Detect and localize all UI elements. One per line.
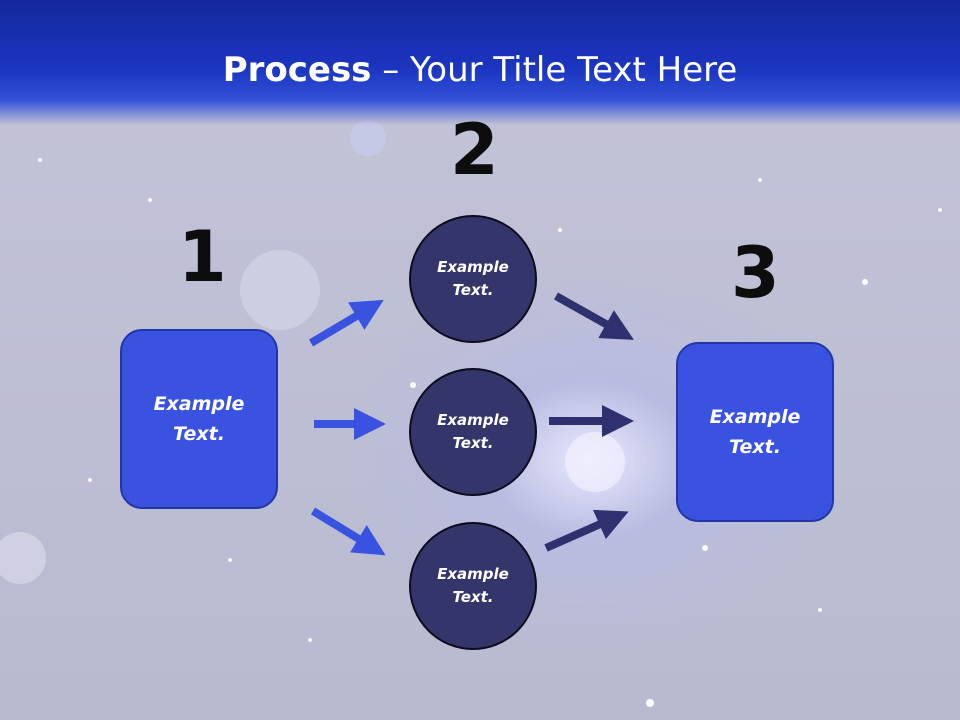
circle-middle-line1: Example xyxy=(437,411,509,429)
step-number-2: 2 xyxy=(450,109,499,191)
circle-bottom-line2: Text. xyxy=(452,588,494,606)
arrow-from-bottom-circle xyxy=(544,509,629,552)
arrow-to-top-circle xyxy=(308,299,384,347)
left-box-line2: Text. xyxy=(173,423,225,445)
circle-bottom-line1: Example xyxy=(437,565,509,583)
title-bold: Process xyxy=(222,50,372,90)
right-box-line1: Example xyxy=(709,406,801,428)
step-number-3: 3 xyxy=(731,232,780,314)
left-box-line1: Example xyxy=(153,393,245,415)
arrow-from-top-circle xyxy=(554,292,634,340)
arrow-to-bottom-circle xyxy=(310,507,386,556)
title-rest: – Your Title Text Here xyxy=(371,50,738,90)
slide-title: Process – Your Title Text Here xyxy=(0,50,960,90)
circle-top-line1: Example xyxy=(437,258,509,276)
right-box-line2: Text. xyxy=(729,436,781,458)
circle-middle-line2: Text. xyxy=(452,434,494,452)
step-number-1: 1 xyxy=(178,216,227,298)
title-banner xyxy=(0,0,960,125)
circle-top-line2: Text. xyxy=(452,281,494,299)
